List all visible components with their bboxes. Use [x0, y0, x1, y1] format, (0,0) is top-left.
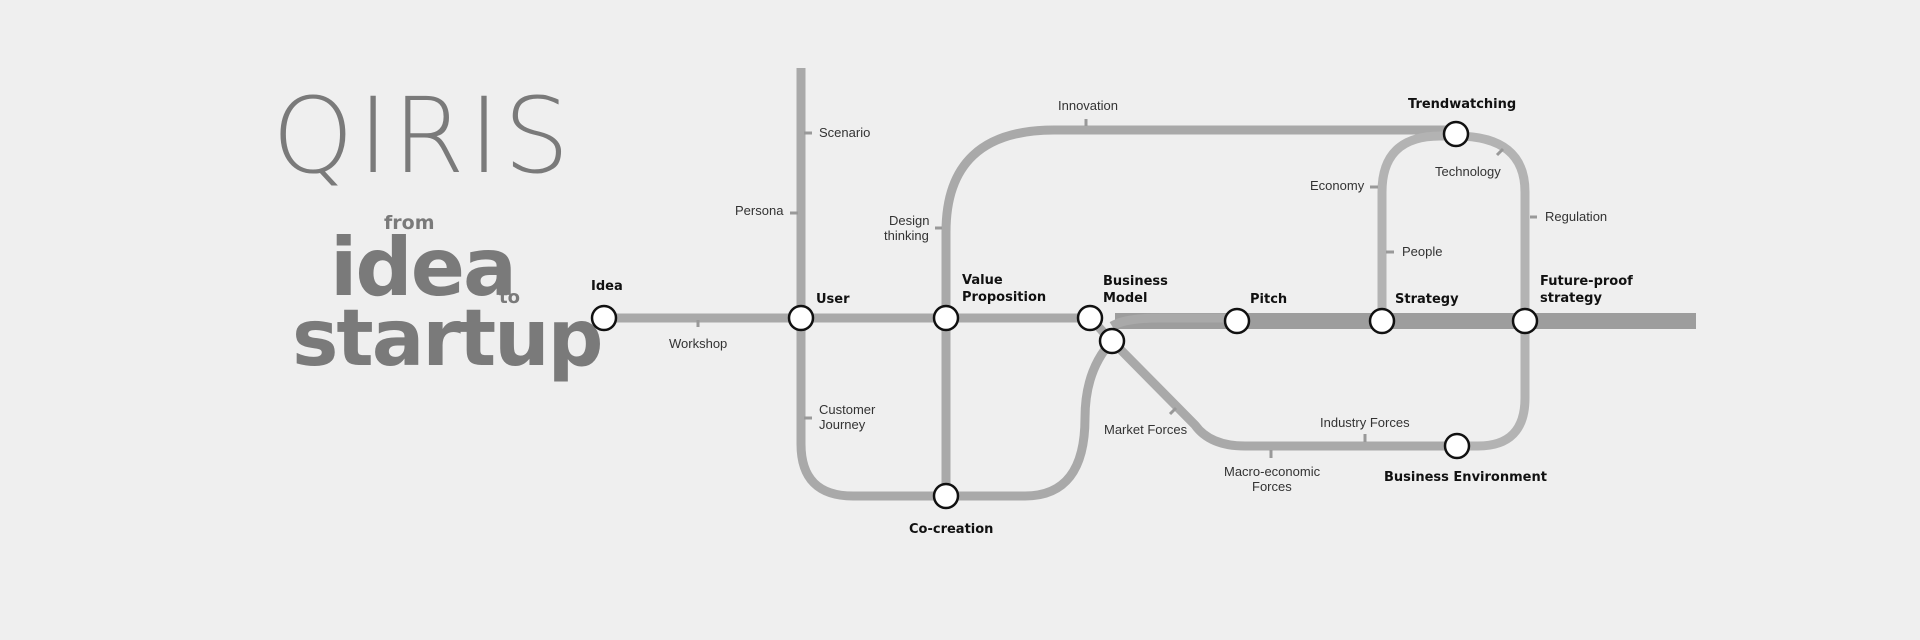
- label-innovation: Innovation: [1058, 98, 1118, 113]
- label-people: People: [1402, 244, 1442, 259]
- label-economy: Economy: [1310, 178, 1365, 193]
- track-strategy-connector: [1109, 313, 1239, 330]
- station-strategy[interactable]: [1368, 307, 1396, 335]
- station-pitch[interactable]: [1223, 307, 1251, 335]
- tagline-startup: startup: [292, 294, 603, 384]
- track-cocreation-model: [946, 337, 1116, 501]
- label-business-model-1: Business: [1103, 274, 1168, 289]
- label-co-creation: Co-creation: [909, 522, 993, 537]
- label-user: User: [816, 292, 850, 307]
- station-trendwatching[interactable]: [1442, 120, 1470, 148]
- label-regulation: Regulation: [1545, 209, 1607, 224]
- label-idea: Idea: [591, 279, 623, 294]
- tick-market-forces: [1168, 406, 1178, 416]
- brand-block: QIRIS from idea to startup: [0, 0, 603, 640]
- label-customer-journey-1: Customer: [819, 402, 876, 417]
- tick-technology: [1495, 147, 1505, 157]
- station-idea[interactable]: [590, 304, 618, 332]
- track-environment-future: [1457, 322, 1530, 451]
- label-technology: Technology: [1435, 164, 1501, 179]
- label-persona: Persona: [735, 203, 784, 218]
- label-market-forces: Market Forces: [1104, 422, 1188, 437]
- tagline-to: to: [499, 287, 520, 308]
- label-workshop: Workshop: [669, 336, 727, 351]
- qiris-logo: QIRIS: [272, 75, 574, 197]
- station-value-proposition[interactable]: [932, 304, 960, 332]
- label-business-environment: Business Environment: [1384, 470, 1547, 485]
- label-pitch: Pitch: [1250, 292, 1287, 307]
- tagline-from: from: [384, 212, 435, 234]
- station-business-model-b[interactable]: [1098, 327, 1126, 355]
- station-co-creation[interactable]: [932, 482, 960, 510]
- label-design-thinking-2: thinking: [884, 228, 929, 243]
- label-value-proposition-2: Proposition: [962, 290, 1046, 305]
- track-vp-innovation: [941, 125, 1456, 318]
- label-macro-economic-2: Forces: [1252, 479, 1292, 494]
- label-future-proof-1: Future-proof: [1540, 274, 1633, 289]
- station-user[interactable]: [787, 304, 815, 332]
- label-future-proof-2: strategy: [1540, 291, 1602, 306]
- label-trendwatching: Trendwatching: [1408, 97, 1516, 112]
- label-macro-economic-1: Macro-economic: [1224, 464, 1321, 479]
- label-customer-journey-2: Journey: [819, 417, 866, 432]
- label-scenario: Scenario: [819, 125, 870, 140]
- label-value-proposition-1: Value: [962, 273, 1003, 288]
- label-business-model-2: Model: [1103, 291, 1147, 306]
- station-business-environment[interactable]: [1443, 432, 1471, 460]
- track-model-environment: [1108, 337, 1457, 451]
- station-future-proof[interactable]: [1511, 307, 1539, 335]
- label-industry-forces: Industry Forces: [1320, 415, 1410, 430]
- label-design-thinking-1: Design: [889, 213, 929, 228]
- label-strategy: Strategy: [1395, 292, 1459, 307]
- station-business-model-a[interactable]: [1076, 304, 1104, 332]
- tagline-idea: idea: [330, 221, 517, 314]
- track-user-cocreation: [796, 318, 946, 501]
